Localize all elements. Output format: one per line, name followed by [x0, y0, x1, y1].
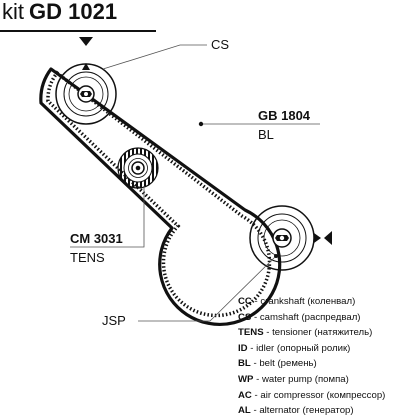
legend-desc: idler (опорный ролик)	[256, 342, 351, 354]
crankshaft-hub	[272, 228, 292, 248]
legend-abbr: AL	[238, 405, 251, 417]
jsp-leader-line	[138, 255, 277, 322]
legend-desc: tensioner (натяжитель)	[272, 327, 373, 339]
legend-desc: water pump (помпа)	[262, 373, 349, 385]
cs-label: CS	[211, 37, 230, 52]
tensioner-leader-line	[70, 186, 145, 248]
belt-code-label: GB 1804	[258, 108, 311, 123]
tensioner-roller	[117, 147, 159, 189]
legend-abbr: CC	[238, 296, 252, 307]
legend-abbr: CS	[238, 311, 252, 323]
crankshaft-timing-mark-icon	[314, 233, 321, 243]
legend-abbr: TENS	[238, 327, 264, 339]
belt-outer-band	[39, 67, 282, 326]
legend-item: AL - alternator (генератор)	[238, 405, 354, 417]
legend: CC - crankshaft (коленвал) CS - camshaft…	[238, 294, 418, 419]
camshaft-hub	[77, 85, 95, 103]
kit-code: GD 1021	[29, 0, 118, 24]
jsp-leader-dot	[274, 254, 278, 258]
legend-desc: camshaft (распредвал)	[259, 311, 361, 323]
crankshaft-pulley	[249, 205, 321, 271]
belt-teeth	[46, 70, 272, 318]
camshaft-alignment-arrow-icon	[79, 37, 93, 46]
legend-abbr: ID	[238, 342, 248, 354]
legend-desc: alternator (генератор)	[259, 405, 354, 417]
crankshaft-alignment-arrow-icon	[324, 231, 332, 245]
cs-leader-line	[102, 44, 207, 70]
legend-desc: belt (ремень)	[259, 358, 317, 370]
timing-belt	[39, 67, 282, 326]
legend-item: AC - air compressor (компрессор)	[238, 389, 386, 401]
legend-desc: crankshaft (коленвал)	[260, 296, 356, 307]
tensioner-role-label: TENS	[70, 250, 105, 265]
legend-item: CC - crankshaft (коленвал)	[238, 296, 356, 307]
legend-item: ID - idler (опорный ролик)	[238, 342, 351, 354]
belt-leader-dot	[198, 121, 204, 127]
title-underline	[0, 30, 156, 32]
camshaft-timing-mark-icon	[82, 63, 90, 70]
legend-item: BL - belt (ремень)	[238, 358, 317, 370]
kit-title-prefix: kit	[2, 0, 24, 24]
legend-item: TENS - tensioner (натяжитель)	[238, 327, 373, 339]
legend-desc: air compressor (компрессор)	[260, 389, 386, 401]
camshaft-pulley	[55, 63, 117, 125]
legend-abbr: BL	[238, 358, 251, 370]
tensioner-code-label: CM 3031	[70, 231, 123, 246]
belt-role-label: BL	[258, 127, 274, 142]
jsp-label: JSP	[102, 313, 126, 328]
leader-lines	[70, 44, 320, 322]
legend-abbr: WP	[238, 373, 254, 385]
legend-item: WP - water pump (помпа)	[238, 373, 349, 385]
legend-abbr: AC	[238, 389, 252, 401]
legend-item: CS - camshaft (распредвал)	[238, 311, 361, 323]
